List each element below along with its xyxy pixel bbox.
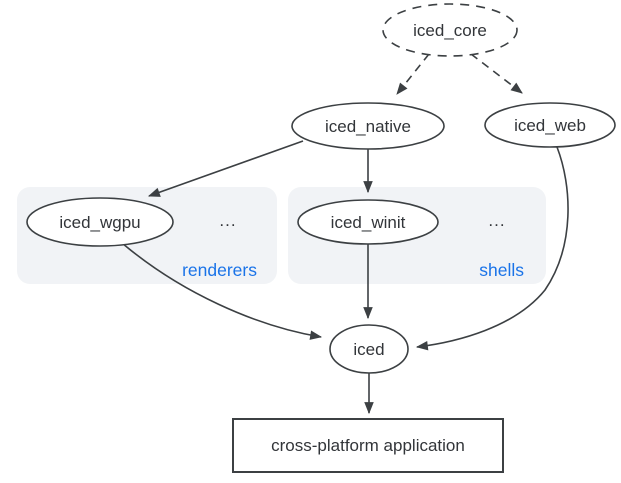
node-iced-web: iced_web bbox=[484, 102, 616, 148]
application-label: cross-platform application bbox=[271, 436, 465, 455]
node-iced-native: iced_native bbox=[291, 102, 445, 150]
iced-native-label: iced_native bbox=[325, 117, 411, 136]
edge-iced-core-to-iced-native bbox=[396, 53, 430, 95]
node-iced: iced bbox=[329, 324, 409, 374]
iced-ellipse bbox=[329, 324, 409, 374]
renderers-ellipsis: ... bbox=[219, 211, 236, 230]
iced-winit-label: iced_winit bbox=[331, 213, 406, 232]
iced-web-label: iced_web bbox=[514, 116, 586, 135]
renderers-group-label: renderers bbox=[182, 260, 257, 280]
node-iced-core: iced_core bbox=[382, 3, 518, 57]
iced-wgpu-ellipse bbox=[26, 197, 174, 247]
application-rect bbox=[232, 418, 504, 473]
node-application: cross-platform application bbox=[232, 418, 504, 473]
node-iced-winit: iced_winit bbox=[297, 199, 439, 245]
shells-group-label: shells bbox=[479, 260, 524, 280]
edge-iced-wgpu-to-iced bbox=[121, 242, 323, 340]
iced-core-label: iced_core bbox=[413, 21, 487, 40]
node-iced-wgpu: iced_wgpu bbox=[26, 197, 174, 247]
iced-label: iced bbox=[353, 340, 384, 359]
iced-winit-ellipse bbox=[297, 199, 439, 245]
edge-iced-core-to-iced-web bbox=[470, 53, 523, 94]
iced-core-ellipse bbox=[382, 3, 518, 57]
iced-wgpu-label: iced_wgpu bbox=[59, 213, 140, 232]
edge-iced-native-to-iced-wgpu bbox=[147, 140, 304, 197]
shells-ellipsis: ... bbox=[488, 211, 505, 230]
iced-native-ellipse bbox=[291, 102, 445, 150]
edge-iced-web-to-iced bbox=[415, 146, 569, 351]
iced-web-ellipse bbox=[484, 102, 616, 148]
